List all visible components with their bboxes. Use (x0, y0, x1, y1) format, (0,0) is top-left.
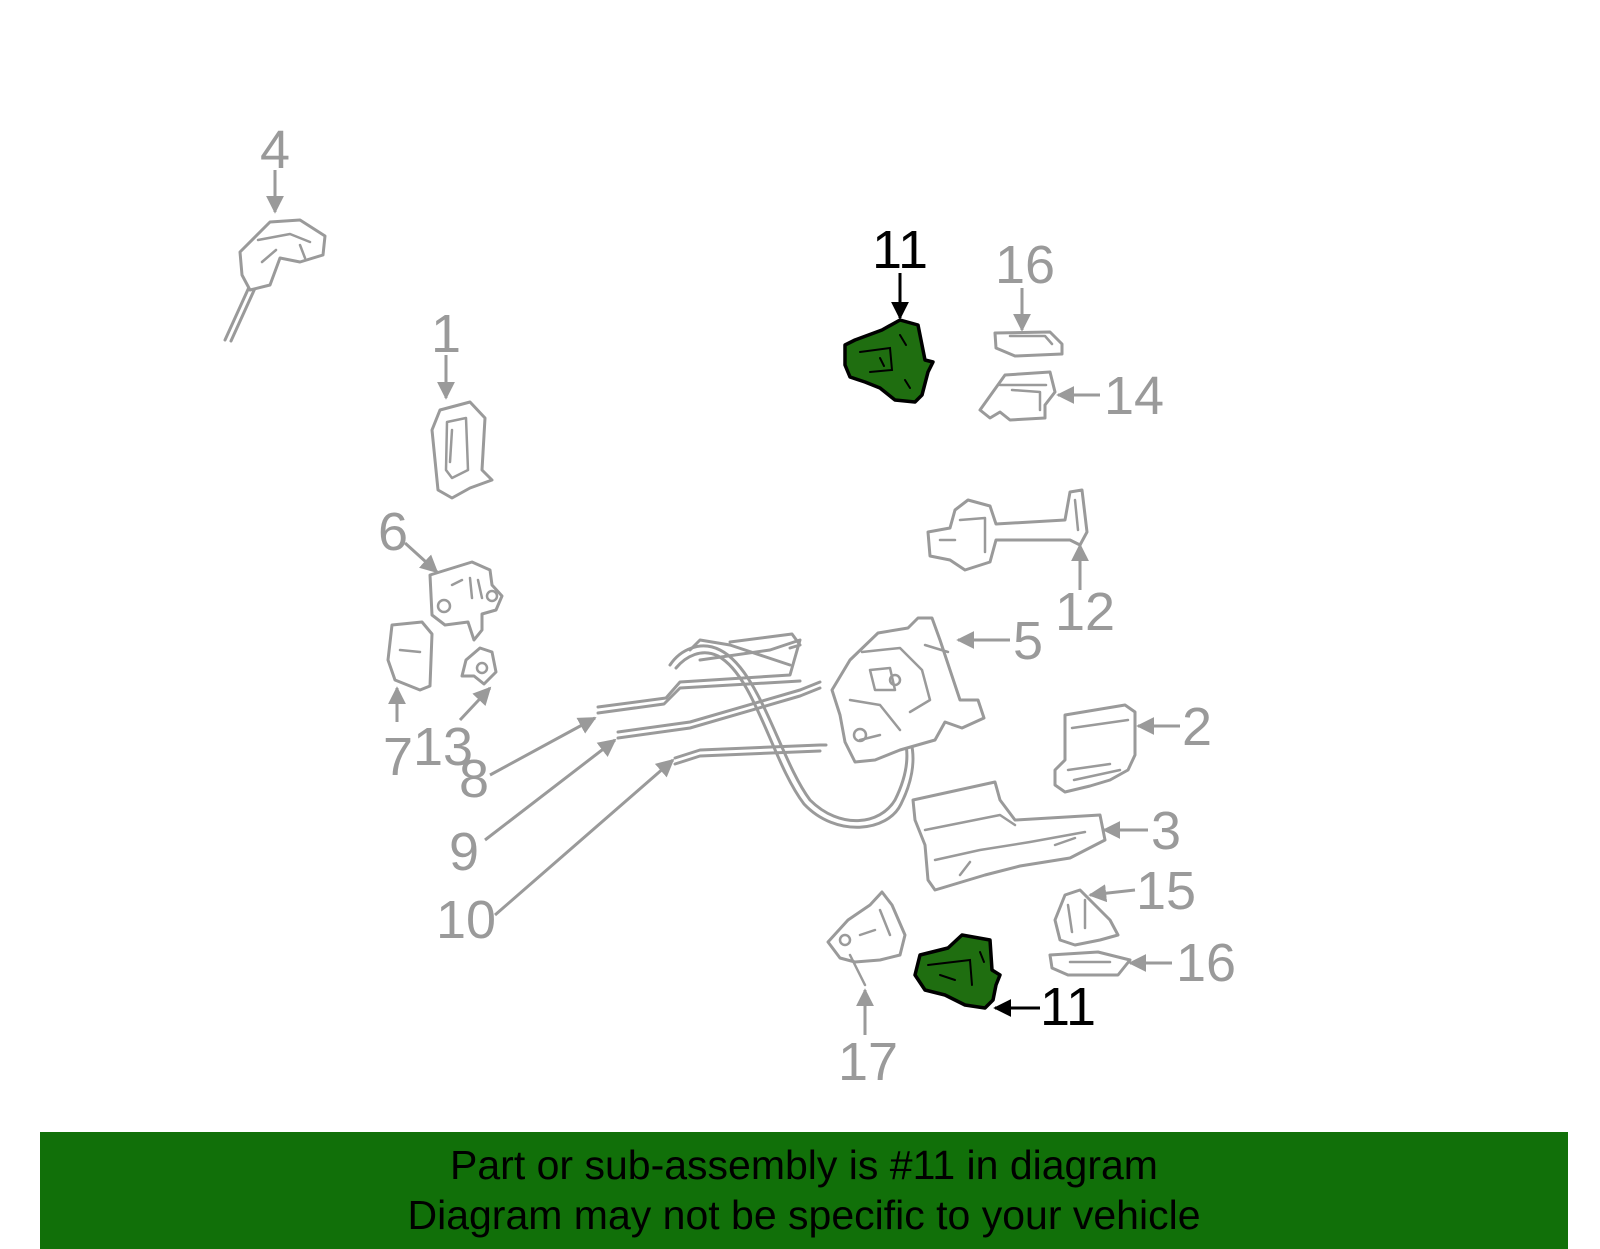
callout-8: 8 (459, 749, 489, 809)
callout-3: 3 (1151, 801, 1181, 861)
callout-5: 5 (1013, 611, 1043, 671)
callout-labels: 4 1 6 7 13 8 9 10 5 12 16 14 2 3 15 16 1… (260, 120, 1236, 1092)
part-14-striker (978, 370, 1057, 422)
leader-lines (266, 170, 1180, 1035)
part-16-top-pad (993, 330, 1064, 358)
callout-16-top: 16 (995, 235, 1055, 295)
callout-7: 7 (383, 727, 413, 787)
part-11-top-highlighted (843, 318, 935, 404)
part-17-bellcrank (826, 890, 907, 987)
part-1-outside-handle (430, 400, 494, 500)
part-7-pad (386, 620, 434, 692)
callout-6: 6 (378, 502, 408, 562)
callout-10: 10 (436, 890, 496, 950)
callout-16-bottom: 16 (1176, 933, 1236, 993)
callout-11-top: 11 (872, 220, 928, 280)
callout-9: 9 (449, 822, 479, 882)
part-13-clip (460, 646, 498, 686)
callout-13: 13 (413, 717, 473, 777)
part-4-lock-cylinder (223, 218, 327, 343)
part-15-bracket (1053, 888, 1120, 947)
rods-and-cable (596, 632, 915, 829)
callout-11-bottom: 11 (1040, 977, 1096, 1037)
info-banner: Part or sub-assembly is #11 in diagram D… (40, 1132, 1568, 1249)
callout-2: 2 (1182, 697, 1212, 757)
banner-line-2: Diagram may not be specific to your vehi… (407, 1192, 1201, 1238)
part-16-bottom-pad (1048, 950, 1132, 977)
callout-1: 1 (431, 304, 461, 364)
callout-14: 14 (1104, 366, 1164, 426)
part-2-module (1053, 703, 1137, 794)
callout-4: 4 (260, 120, 290, 180)
callout-12: 12 (1055, 582, 1115, 642)
part-5-latch (830, 616, 986, 764)
part-6-actuator (428, 560, 504, 642)
callout-15: 15 (1136, 861, 1196, 921)
part-3-shield (911, 780, 1107, 892)
callout-17: 17 (838, 1032, 898, 1092)
part-11-bottom-highlighted (913, 933, 1002, 1010)
banner-line-1: Part or sub-assembly is #11 in diagram (450, 1142, 1158, 1188)
part-12-door-check (926, 488, 1089, 572)
